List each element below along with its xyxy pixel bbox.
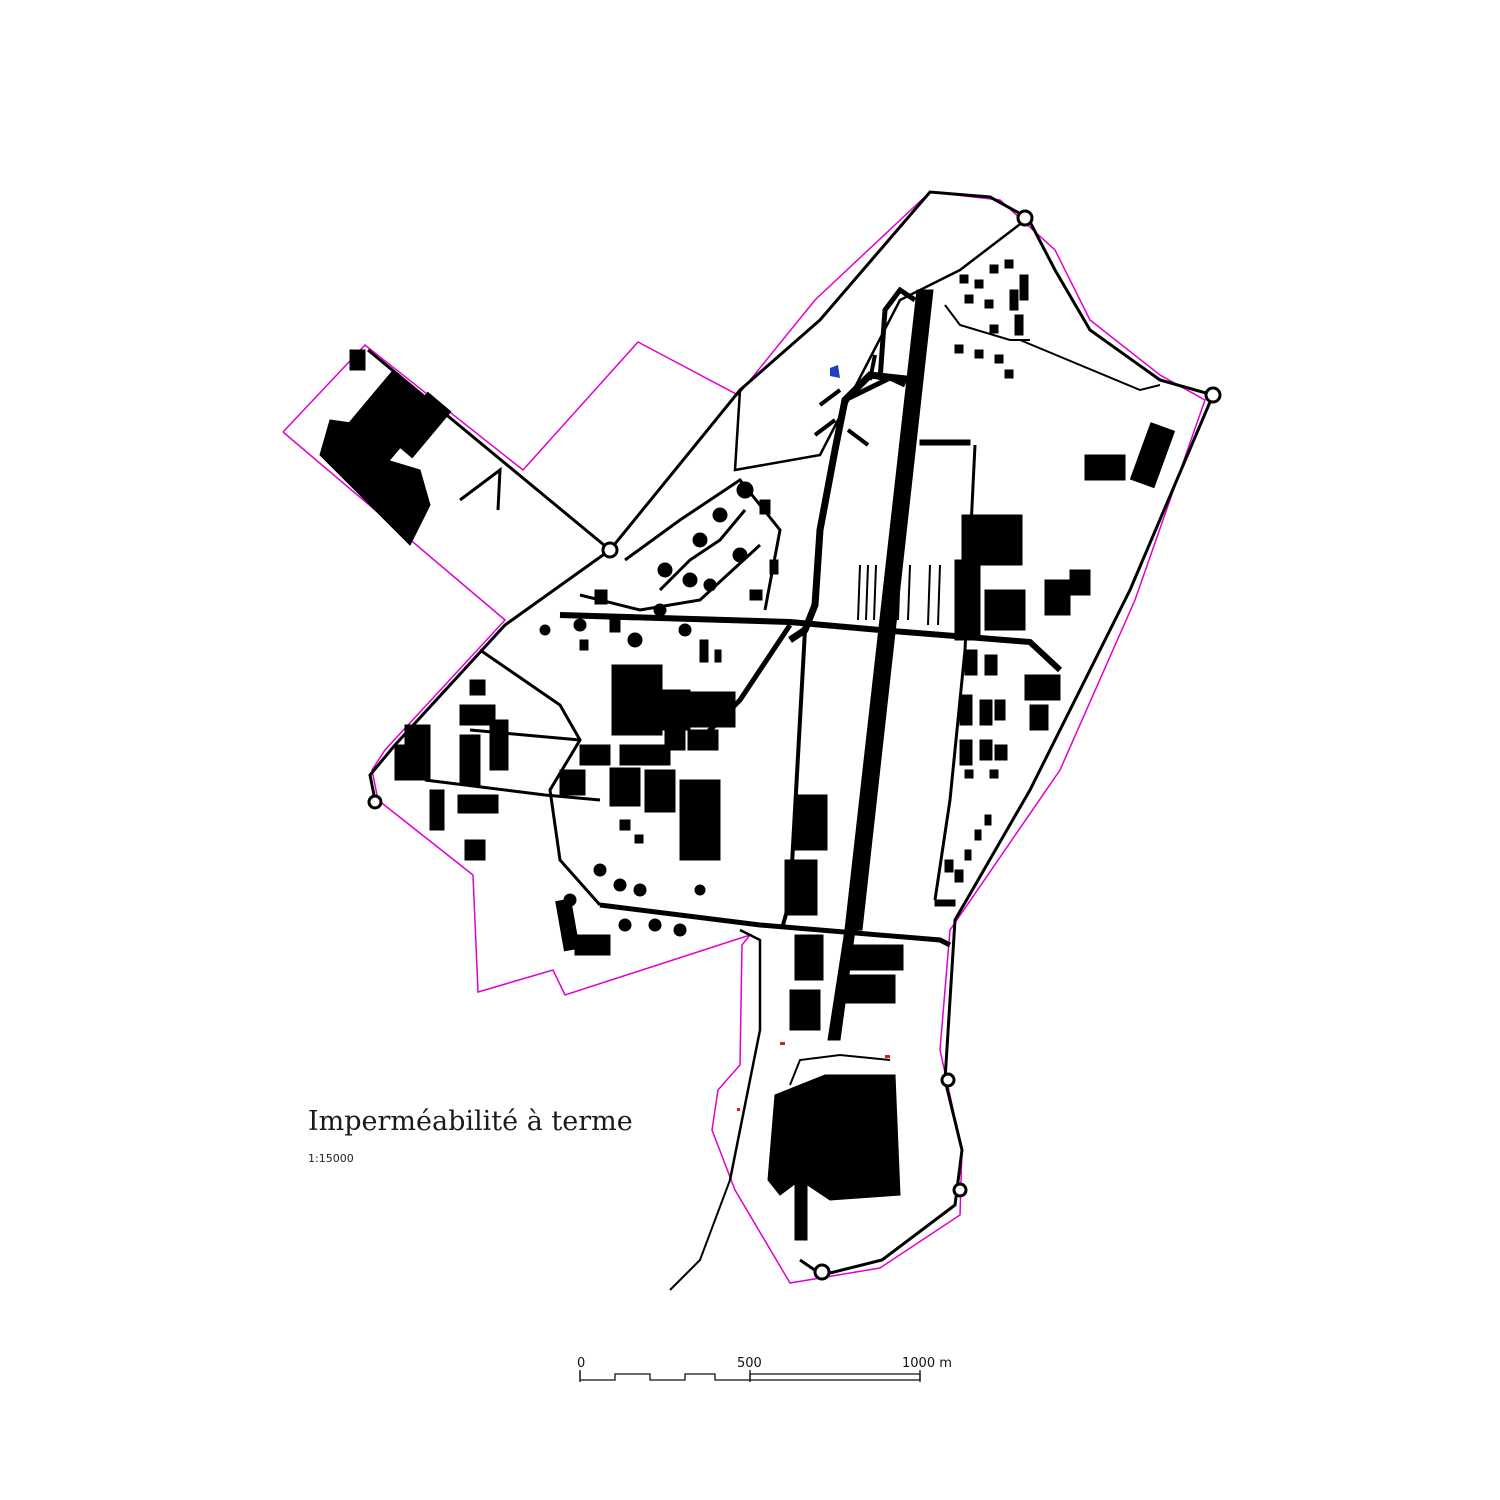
building (404, 724, 431, 746)
service-road (459, 466, 502, 511)
roundabout (1016, 209, 1034, 227)
roadside-buildings (934, 814, 992, 907)
building (457, 794, 499, 814)
apron (844, 974, 896, 1004)
building (1044, 579, 1071, 616)
taxiway-loop (843, 375, 907, 403)
roundabout (1204, 386, 1222, 404)
building (464, 839, 486, 861)
building (919, 439, 971, 446)
building (679, 779, 721, 861)
roundabout (940, 1072, 956, 1088)
water-pond (830, 365, 840, 378)
building (489, 719, 509, 771)
map-title: Imperméabilité à terme (308, 1106, 633, 1137)
scale-ratio: 1:15000 (308, 1152, 354, 1165)
scale-tick-0: 0 (577, 1356, 586, 1371)
building (664, 719, 686, 751)
building (609, 767, 641, 807)
building (689, 691, 736, 728)
main-cross-road (559, 612, 1063, 673)
apron-branch (868, 354, 877, 381)
roundabout (367, 794, 383, 810)
apron (847, 944, 904, 971)
north-road (733, 217, 1029, 472)
northwest-road (367, 348, 611, 552)
building (579, 744, 611, 766)
building (429, 789, 445, 831)
building (349, 349, 366, 371)
scale-tick-500: 500 (737, 1356, 762, 1371)
site-boundary (282, 191, 1206, 1284)
building (644, 769, 676, 813)
building (1069, 569, 1091, 596)
building (459, 734, 481, 786)
red-markers (737, 1042, 890, 1111)
apron (789, 989, 821, 1031)
building (394, 744, 431, 781)
building (794, 1179, 808, 1241)
local-road (424, 778, 601, 802)
residential-cluster (555, 819, 706, 956)
building (1029, 704, 1049, 731)
building (619, 744, 671, 766)
roundabout (813, 1263, 831, 1281)
roundabout (952, 1182, 968, 1198)
roundabout (601, 541, 619, 559)
building (1129, 422, 1176, 489)
building (1024, 674, 1061, 701)
apron-branch (813, 418, 837, 437)
local-road (479, 648, 602, 906)
building (1084, 454, 1126, 481)
apron (794, 794, 828, 851)
building (954, 559, 981, 641)
scale-bar-segments (579, 1372, 921, 1381)
residential-cluster (539, 477, 782, 663)
building (459, 704, 496, 726)
building (984, 589, 1026, 631)
scale-bar (579, 1370, 921, 1382)
building (687, 729, 719, 751)
building (961, 514, 1023, 566)
cross-road-south (599, 902, 952, 948)
residential-cluster (944, 259, 1030, 379)
building (469, 679, 486, 696)
apron-branch (846, 428, 870, 447)
east-building-row (959, 649, 1008, 779)
local-road (469, 728, 581, 742)
west-service-road (728, 928, 762, 1181)
runway (844, 289, 934, 931)
hangar-complex (767, 1074, 901, 1201)
perimeter-road (368, 190, 1216, 1277)
building (559, 769, 586, 796)
parking-area (857, 564, 941, 626)
apron (794, 934, 824, 981)
apron-branch (818, 388, 842, 407)
access-road-east (1019, 339, 1161, 392)
service-road (789, 1053, 891, 1086)
south-access-road (669, 1179, 731, 1291)
impervious-surfaces (319, 190, 1222, 1291)
apron (784, 859, 818, 916)
building (388, 391, 452, 459)
taxiway-north (877, 286, 917, 381)
scale-tick-1000: 1000 m (902, 1356, 952, 1371)
